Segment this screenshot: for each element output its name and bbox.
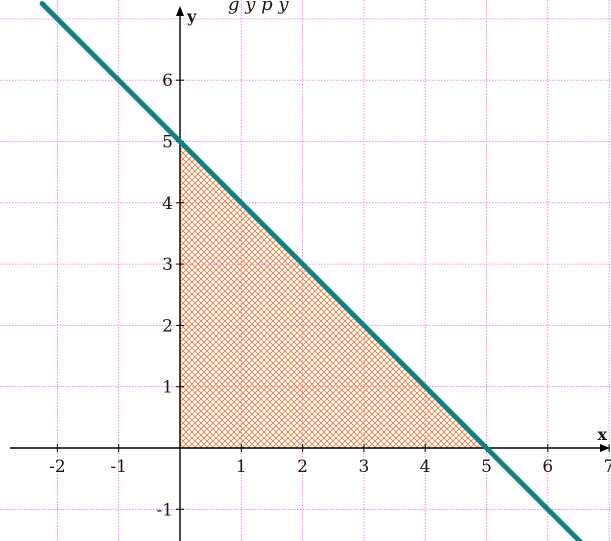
y-tick-label: -1 — [156, 500, 173, 520]
x-tick-label: 7 — [604, 457, 611, 477]
x-axis-arrow — [600, 444, 610, 452]
x-tick-label: -2 — [49, 457, 66, 477]
y-tick-label: 6 — [162, 71, 173, 91]
partial-top-text: g y p y — [228, 0, 289, 15]
x-tick-label: 2 — [297, 457, 308, 477]
x-tick-label: 6 — [542, 457, 553, 477]
y-tick-label: 3 — [162, 255, 173, 275]
y-tick-label: 2 — [162, 316, 173, 336]
y-axis-arrow — [176, 6, 184, 16]
x-tick-label: 3 — [358, 457, 369, 477]
x-tick-label: 1 — [236, 457, 247, 477]
y-tick-label: 1 — [162, 378, 173, 398]
line-layer — [39, 1, 584, 541]
boundary-line — [39, 1, 584, 541]
x-tick-label: -1 — [110, 457, 127, 477]
axes — [10, 6, 610, 541]
x-tick-label: 5 — [481, 457, 492, 477]
y-axis-label: y — [186, 7, 197, 26]
y-tick-label: 5 — [162, 133, 173, 153]
x-axis-label: x — [597, 425, 607, 444]
y-tick-label: 4 — [162, 194, 173, 214]
x-tick-label: 4 — [420, 457, 431, 477]
tick-labels: -2 -1 1 2 3 4 5 6 7 -1 1 2 3 4 5 6 x y — [49, 7, 611, 520]
